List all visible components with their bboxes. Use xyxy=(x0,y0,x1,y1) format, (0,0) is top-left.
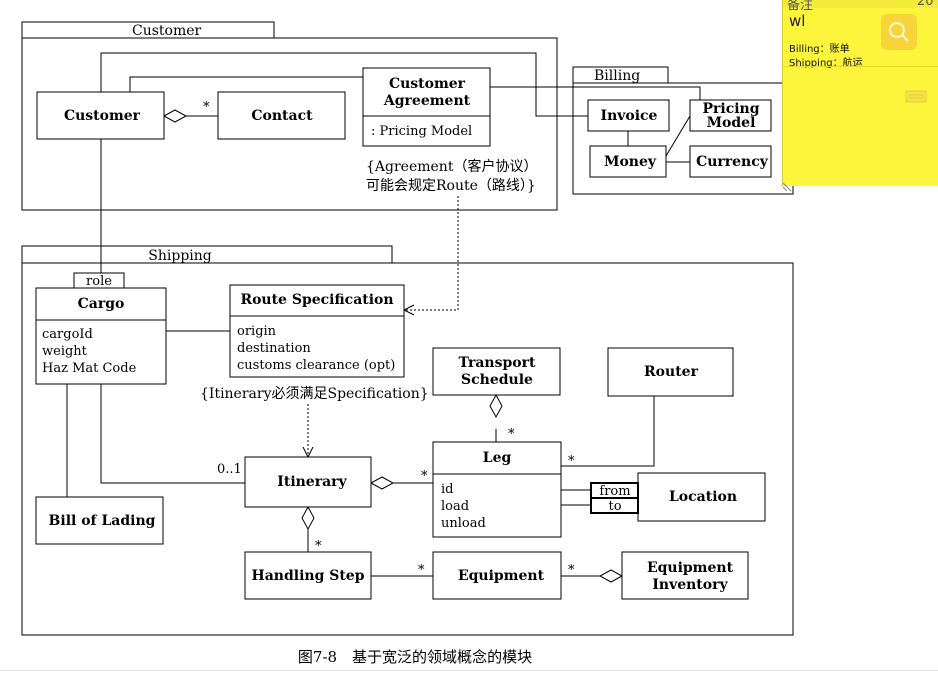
agreement-attribute: : Pricing Model xyxy=(371,124,472,139)
leg-attr-unload: unload xyxy=(441,516,486,531)
contact-class xyxy=(217,91,346,140)
cargo-attr-id: cargoId xyxy=(42,327,93,342)
location-class-name: Location xyxy=(669,489,737,505)
itinerary-handling-diamond xyxy=(301,505,315,531)
itinerary-handling-multiplicity: * xyxy=(315,539,322,554)
sticky-note-user: wl xyxy=(789,12,806,30)
pricing-name-line1: Pricing xyxy=(702,101,759,117)
itinerary-aggregation-diamond xyxy=(369,476,395,490)
transport-schedule-class xyxy=(432,347,561,396)
to-label-box xyxy=(590,497,639,514)
pricing-name-line2: Model xyxy=(707,115,756,131)
handling-step-class xyxy=(244,551,372,600)
search-icon[interactable] xyxy=(881,14,917,50)
billing-package-label: Billing xyxy=(594,68,640,84)
router-leg-multiplicity: * xyxy=(568,454,575,469)
bill-of-lading-class xyxy=(35,496,164,545)
customer-class-name: Customer xyxy=(64,108,141,124)
currency-class-name: Currency xyxy=(696,154,769,170)
sticky-note-panel[interactable]: 备注 20 wl Billing：账单 Shipping：航运 xyxy=(782,0,938,192)
sticky-note-divider xyxy=(783,66,938,67)
contact-class-name: Contact xyxy=(251,108,313,124)
role-label: role xyxy=(86,274,112,289)
routespec-attr-destination: destination xyxy=(237,341,311,356)
cargo-itinerary-multiplicity: 0..1 xyxy=(217,462,242,477)
cargo-class-name: Cargo xyxy=(78,296,125,312)
customer-class xyxy=(36,91,165,140)
cargo-attr-weight: weight xyxy=(42,344,88,359)
sticky-note-line-shipping: Shipping：航运 xyxy=(789,58,863,69)
currency-class xyxy=(689,145,772,178)
equipment-inventory-multiplicity: * xyxy=(568,563,575,578)
money-pricing-link xyxy=(665,115,691,157)
customer-invoice-link xyxy=(100,52,588,117)
resize-handle-icon[interactable] xyxy=(782,176,793,192)
handling-step-class-name: Handling Step xyxy=(251,568,364,584)
location-class xyxy=(637,472,766,522)
schedule-leg-multiplicity: * xyxy=(508,427,515,442)
leg-attr-load: load xyxy=(441,499,469,514)
customer-agreement-class xyxy=(362,67,491,147)
router-class xyxy=(607,347,734,397)
pricing-model-class xyxy=(689,99,772,132)
sticky-note-title: 备注 xyxy=(787,0,814,13)
equipment-class xyxy=(432,551,562,600)
agreement-billing-link xyxy=(490,86,701,100)
inventory-name-line2: Inventory xyxy=(652,577,728,593)
agreement-note-line1: {Agreement（客户协议） xyxy=(366,158,537,175)
inventory-name-line1: Equipment xyxy=(647,560,734,576)
itinerary-leg-multiplicity: * xyxy=(421,469,428,484)
router-leg-link xyxy=(561,396,655,467)
money-class-name: Money xyxy=(604,154,657,170)
routespec-class-name: Route Specification xyxy=(240,292,393,308)
equipment-inventory-class xyxy=(621,551,749,600)
agreement-name-line2: Agreement xyxy=(383,93,471,109)
agreement-customer-link xyxy=(129,76,363,92)
sticky-note-number: 20 xyxy=(917,0,934,9)
agreement-name-line1: Customer xyxy=(389,76,466,92)
routespec-attr-customs: customs clearance (opt) xyxy=(237,358,395,373)
itinerary-class-name: Itinerary xyxy=(277,474,347,490)
shipping-package xyxy=(21,262,794,636)
customer-aggregation-diamond xyxy=(162,109,188,123)
figure-caption: 图7-8 基于宽泛的领域概念的模块 xyxy=(297,648,533,666)
leg-class xyxy=(432,441,562,538)
schedule-name-line2: Schedule xyxy=(461,372,533,388)
schedule-name-line1: Transport xyxy=(459,355,536,371)
invoice-class xyxy=(587,99,670,132)
page-bottom-rule xyxy=(0,670,938,671)
itinerary-class xyxy=(244,456,372,508)
from-label: from xyxy=(599,484,630,499)
customer-package-label: Customer xyxy=(132,23,202,39)
schedule-aggregation-diamond xyxy=(489,393,503,419)
agreement-note-line2: 可能会规定Route（路线）} xyxy=(366,178,536,194)
cargo-itinerary-link xyxy=(100,384,245,484)
invoice-class-name: Invoice xyxy=(601,108,658,124)
cargo-class xyxy=(35,287,167,385)
equipment-class-name: Equipment xyxy=(458,568,545,584)
agreement-routespec-dependency xyxy=(404,196,459,311)
leg-attr-id: id xyxy=(441,482,453,497)
sticky-note-header[interactable] xyxy=(783,0,938,8)
role-label-box xyxy=(73,272,125,289)
shipping-package-label: Shipping xyxy=(148,248,212,264)
bill-of-lading-class-name: Bill of Lading xyxy=(49,513,156,529)
cargo-attr-hazmat: Haz Mat Code xyxy=(42,361,137,376)
to-label: to xyxy=(608,499,621,514)
comment-icon[interactable] xyxy=(905,90,927,106)
route-specification-class xyxy=(229,284,405,378)
handling-equipment-multiplicity: * xyxy=(418,563,425,578)
sticky-note-line-billing: Billing：账单 xyxy=(789,44,850,55)
itinerary-note: {Itinerary必须满足Specification} xyxy=(200,386,429,402)
money-class xyxy=(589,145,667,178)
agreement-arrowhead xyxy=(402,304,415,316)
leg-class-name: Leg xyxy=(483,450,512,466)
inventory-aggregation-diamond xyxy=(598,569,624,583)
router-class-name: Router xyxy=(644,364,699,380)
customer-package xyxy=(21,37,558,211)
routespec-attr-origin: origin xyxy=(237,324,277,339)
contact-multiplicity: * xyxy=(203,100,210,115)
